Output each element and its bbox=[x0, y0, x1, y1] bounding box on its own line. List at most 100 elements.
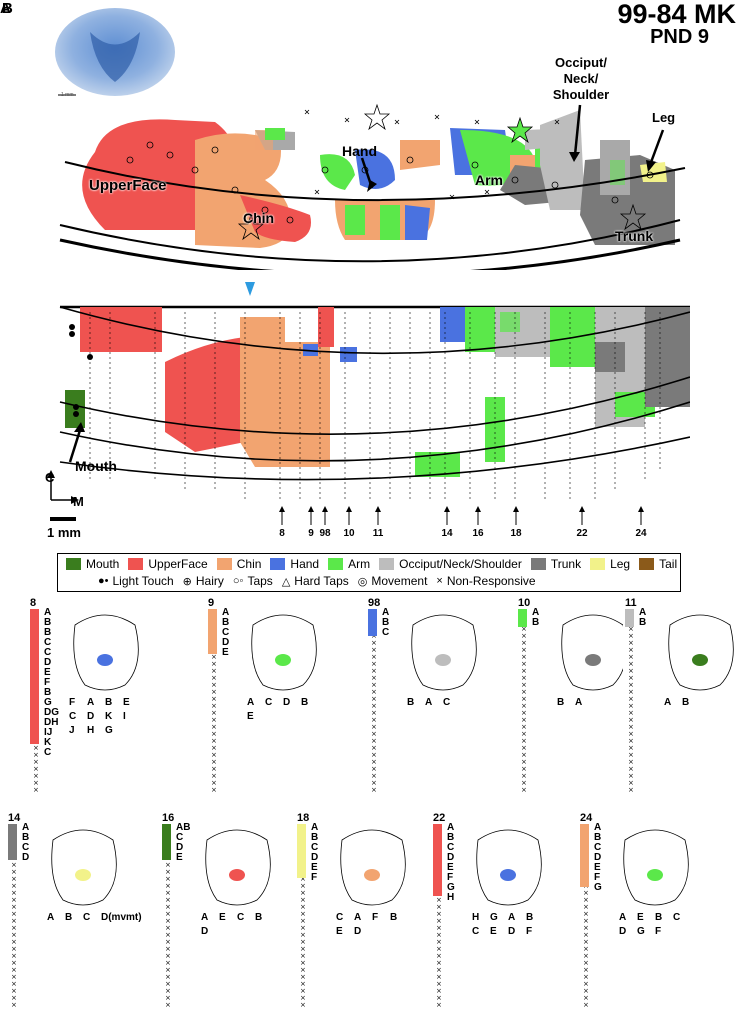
nonresponsive-mark: × bbox=[436, 973, 442, 981]
figure-letter: C bbox=[443, 697, 450, 708]
figure-letter: F bbox=[372, 912, 378, 923]
nonresponsive-mark: × bbox=[371, 667, 377, 675]
upperface-swatch bbox=[128, 558, 144, 570]
figure-letter: E bbox=[247, 711, 254, 722]
penetration-arrows bbox=[279, 506, 644, 525]
site-block bbox=[518, 609, 527, 627]
nonresponsive-mark: × bbox=[521, 730, 527, 738]
nonresponsive-mark: × bbox=[211, 716, 217, 724]
nonresponsive-mark: × bbox=[11, 903, 17, 911]
site-letter: B bbox=[532, 617, 540, 628]
nonresponsive-mark: × bbox=[33, 751, 39, 759]
nonresponsive-mark: × bbox=[165, 938, 171, 946]
figure-letter: B bbox=[682, 697, 689, 708]
outline-path bbox=[51, 829, 117, 906]
occiput-arrow-head bbox=[569, 152, 580, 162]
star-marker-2 bbox=[237, 213, 265, 241]
figure-letter: F bbox=[526, 926, 532, 937]
arm-patch-1 bbox=[265, 128, 285, 140]
boundary-curve-3 bbox=[59, 401, 690, 462]
nonresponsive-mark: × bbox=[371, 737, 377, 745]
gray-matter bbox=[90, 32, 140, 82]
subpanel-number: 10 bbox=[518, 597, 531, 609]
subpanel-column: ×××××××××××××××××××××××××× bbox=[521, 611, 527, 794]
nonresponsive-mark: × bbox=[165, 896, 171, 904]
nonresponsive-mark: × bbox=[521, 744, 527, 752]
nonresponsive-mark: × bbox=[165, 959, 171, 967]
nonresponsive-mark: × bbox=[521, 779, 527, 787]
nonresponsive-mark: × bbox=[165, 924, 171, 932]
figure-letter: E bbox=[490, 926, 497, 937]
arm-block-1 bbox=[465, 307, 495, 352]
site-letter: D bbox=[594, 852, 602, 863]
nonresponsive-mark: × bbox=[11, 952, 17, 960]
nonresponsive-mark: × bbox=[211, 737, 217, 745]
nonresponsive-mark: × bbox=[628, 653, 634, 661]
nonresponsive-mark: × bbox=[521, 723, 527, 731]
nonresponsive-mark: × bbox=[211, 695, 217, 703]
subpanel-number: 8 bbox=[30, 597, 37, 609]
site-letter: F bbox=[594, 872, 601, 883]
pen-num-8: 8 bbox=[279, 528, 285, 539]
outline-path bbox=[623, 829, 689, 906]
chin-patch-2 bbox=[400, 140, 440, 170]
nonresponsive-mark: × bbox=[521, 653, 527, 661]
nonresponsive-mark: × bbox=[371, 744, 377, 752]
nonresponsive-mark: × bbox=[300, 966, 306, 974]
site-letter: C bbox=[176, 832, 184, 843]
nonresponsive-mark: × bbox=[165, 987, 171, 995]
nonresponsive-mark: × bbox=[165, 945, 171, 953]
nonresponsive-mark: × bbox=[300, 1001, 306, 1009]
nonresponsive-mark: × bbox=[11, 938, 17, 946]
nonresponsive-mark: × bbox=[165, 952, 171, 960]
upperface-lower-region bbox=[240, 195, 311, 242]
leg-region bbox=[640, 162, 667, 182]
figure-letter: C bbox=[265, 697, 272, 708]
hand-swatch bbox=[270, 558, 286, 570]
figure-letter: A bbox=[87, 697, 94, 708]
subpanel-number: 22 bbox=[433, 812, 446, 824]
nonresponsive-mark: × bbox=[436, 931, 442, 939]
outline-path bbox=[476, 829, 542, 906]
nonresponsive-mark: × bbox=[11, 987, 17, 995]
site-letter: IJ bbox=[44, 727, 53, 738]
site-block bbox=[8, 824, 17, 860]
legend-hard-taps: △Hard Taps bbox=[281, 574, 349, 588]
site-letter: F bbox=[44, 677, 51, 688]
figure-letter: C bbox=[69, 711, 76, 722]
figure-letter: B bbox=[526, 912, 533, 923]
site-letter: B bbox=[594, 832, 602, 843]
nonresponsive-mark: × bbox=[371, 653, 377, 661]
nonresponsive-mark: × bbox=[583, 980, 589, 988]
site-letter: E bbox=[176, 852, 183, 863]
nonresponsive-mark: × bbox=[300, 938, 306, 946]
figure-letter: C bbox=[336, 912, 343, 923]
nonresponsive-mark: × bbox=[11, 896, 17, 904]
axis-medial-label: M bbox=[73, 494, 84, 509]
nonresponsive-mark: × bbox=[583, 931, 589, 939]
nonresponsive-mark: × bbox=[521, 716, 527, 724]
site-letter: E bbox=[447, 862, 454, 873]
nonresponsive-mark: × bbox=[165, 903, 171, 911]
nonresponsive-mark: × bbox=[628, 681, 634, 689]
nonresponsive-mark: × bbox=[583, 987, 589, 995]
occiput-swatch bbox=[379, 558, 395, 570]
site-letter: DG bbox=[44, 707, 59, 718]
nonresponsive-mark: × bbox=[11, 924, 17, 932]
scale-bar-label: 1 mm bbox=[47, 525, 81, 540]
nonresponsive-mark: × bbox=[11, 889, 17, 897]
arm-block-5 bbox=[485, 397, 505, 462]
site-letter: E bbox=[311, 862, 318, 873]
nonresponsive-mark: × bbox=[300, 980, 306, 988]
figure-letter: F bbox=[655, 926, 661, 937]
figure-letter: B bbox=[557, 697, 564, 708]
arm-patch-2 bbox=[320, 154, 355, 190]
trunk-block-2 bbox=[645, 307, 690, 407]
nonresponsive-mark: × bbox=[371, 716, 377, 724]
pen-num-18: 18 bbox=[510, 528, 522, 539]
nonresponsive-mark: × bbox=[583, 952, 589, 960]
nonresponsive-mark: × bbox=[211, 688, 217, 696]
